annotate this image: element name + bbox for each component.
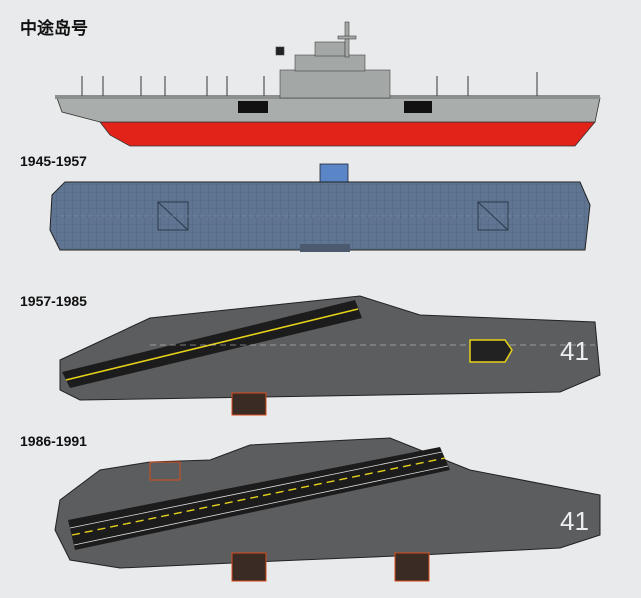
deck-plan-1945-1957 [49, 163, 591, 252]
period-label-1945-1957: 1945-1957 [20, 153, 87, 169]
deck-elevator [394, 552, 430, 582]
island [275, 21, 391, 99]
side-profile-view [55, 21, 601, 147]
hangar-opening [238, 101, 268, 113]
hangar-opening [404, 101, 432, 113]
hull-number: 41 [560, 506, 589, 536]
antenna-masts [81, 72, 538, 96]
hull-gray [56, 97, 601, 123]
deck-elevator [231, 392, 267, 416]
hull-number: 41 [560, 336, 589, 366]
angled-runway [68, 447, 450, 550]
deck-elevator [231, 552, 267, 582]
deck-plan-1986-1991: 41 [54, 437, 601, 582]
period-label-1986-1991: 1986-1991 [20, 433, 87, 449]
hull-red [99, 121, 596, 147]
deck-elevator [319, 163, 349, 185]
deck-plan-1957-1985: 41 [59, 295, 601, 416]
period-label-1957-1985: 1957-1985 [20, 293, 87, 309]
ship-title: 中途岛号 [20, 19, 88, 38]
